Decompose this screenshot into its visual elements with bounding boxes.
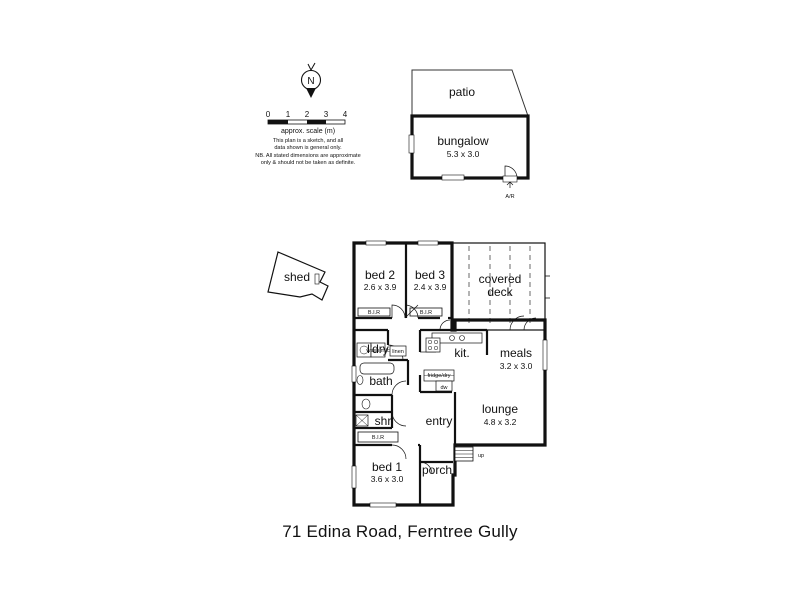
disclaimer-line-1: This plan is a sketch, and all [273, 138, 343, 144]
bir-robes: B.I.R B.I.R B.I.R [357, 307, 443, 443]
meals-label: meals [500, 346, 532, 360]
lounge-label: lounge [482, 402, 518, 416]
kitchen-label: kit. [454, 346, 469, 360]
scale-tick-4: 4 [343, 110, 348, 119]
covered-deck-label-2: deck [487, 285, 513, 299]
scale-tick-2: 2 [305, 110, 310, 119]
bir-bed2: B.I.R [368, 310, 380, 316]
bed1-label: bed 1 [372, 460, 402, 474]
disclaimer-line-3: NB. All stated dimensions are approximat… [255, 153, 360, 159]
wash-label: wash m/c [365, 348, 389, 354]
bath-label: bath [369, 374, 392, 388]
scale-tick-1: 1 [286, 110, 291, 119]
porch-steps: up [454, 446, 484, 462]
windows [351, 240, 548, 508]
doors [387, 304, 537, 475]
entry-label: entry [426, 414, 453, 428]
disclaimer-line-2: data shown is general only. [274, 145, 342, 151]
porch-label: porch [422, 463, 452, 477]
bungalow: A/R bungalow 5.3 x 3.0 [408, 114, 530, 200]
lounge-size: 4.8 x 3.2 [484, 417, 517, 427]
fridge-dry-label: fridge/dry [428, 373, 451, 379]
shower-label: shr [375, 414, 392, 428]
scale-label: approx. scale (m) [281, 128, 335, 135]
shed-label: shed [284, 270, 310, 284]
scale-bar: 0 1 2 3 4 approx. scale (m) This plan is… [255, 110, 360, 166]
north-label: N [307, 76, 314, 87]
bed3-size: 2.4 x 3.9 [414, 282, 447, 292]
bed3-label: bed 3 [415, 268, 445, 282]
bathtub-icon [359, 362, 395, 375]
north-arrow-icon: N [300, 62, 322, 98]
covered-deck-label-1: covered [479, 272, 522, 286]
laundry-label: l'dry [367, 342, 389, 356]
bed2-label: bed 2 [365, 268, 395, 282]
bungalow-size: 5.3 x 3.0 [447, 149, 480, 159]
bungalow-note: A/R [505, 194, 514, 200]
patio-label: patio [449, 85, 475, 99]
toilet-icon [361, 398, 371, 410]
bungalow-label: bungalow [437, 134, 489, 148]
disclaimer-line-4: only & should not be taken as definite. [261, 160, 356, 166]
bed2-size: 2.6 x 3.9 [364, 282, 397, 292]
dishwasher-label: dw [440, 385, 447, 391]
house-plan: covered deck [351, 240, 550, 508]
scale-tick-0: 0 [266, 110, 271, 119]
patio-area: patio [411, 69, 529, 117]
porch-step-note: up [478, 453, 484, 459]
property-address: 71 Edina Road, Ferntree Gully [282, 522, 518, 541]
bed1-size: 3.6 x 3.0 [371, 474, 404, 484]
meals-size: 3.2 x 3.0 [500, 361, 533, 371]
wet-area-fixtures: wash m/c linen [355, 342, 407, 427]
scale-tick-3: 3 [324, 110, 329, 119]
bir-bed1: B.I.R [372, 435, 384, 441]
bir-bed3: B.I.R [420, 310, 432, 316]
linen-label: linen [392, 349, 404, 355]
kitchen-fixtures: fridge/dry dw [423, 332, 483, 392]
basin-icon [356, 375, 364, 385]
shed: shed [267, 251, 329, 301]
covered-deck: covered deck [451, 242, 550, 331]
interior-walls [354, 243, 489, 505]
